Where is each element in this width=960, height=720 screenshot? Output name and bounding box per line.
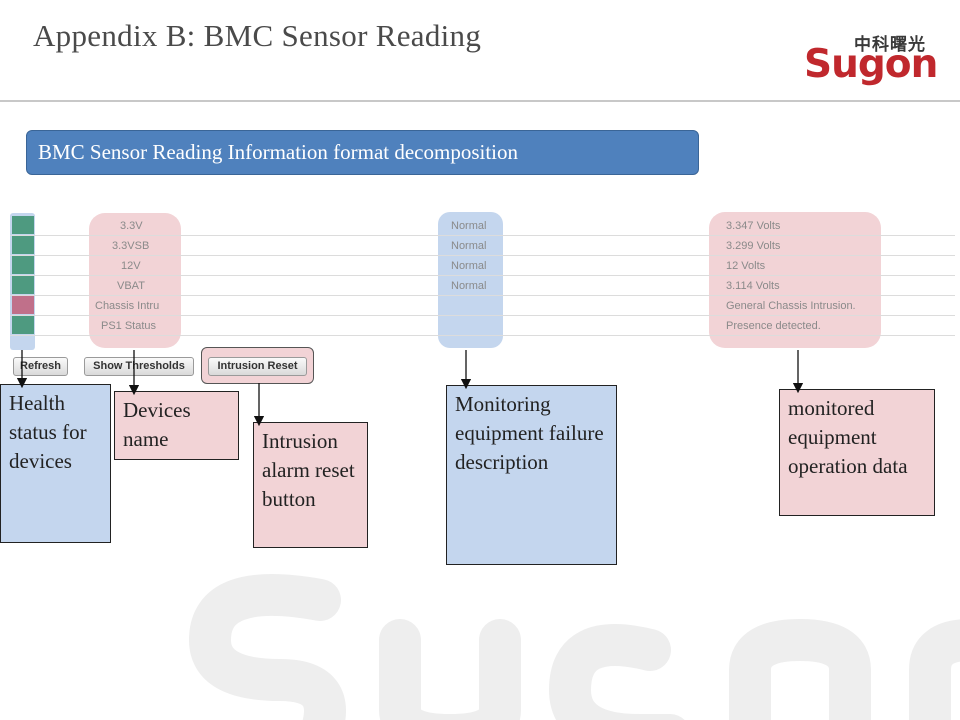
status-indicator: [12, 296, 34, 314]
intrusion-reset-callout: Intrusion alarm reset button: [253, 422, 368, 548]
device-state: Normal: [451, 260, 487, 272]
device-reading: General Chassis Intrusion.: [726, 300, 856, 312]
device-name: 3.3VSB: [112, 240, 150, 252]
row-divider: [10, 255, 955, 256]
status-indicator: [12, 276, 34, 294]
header-divider: [0, 100, 960, 102]
device-name: 12V: [121, 260, 141, 272]
device-name: Chassis Intru: [95, 300, 160, 312]
health-status-callout: Health status for devices: [0, 384, 111, 543]
sugon-watermark: [188, 574, 960, 720]
logo-chinese-text: 中科曙光: [854, 35, 926, 55]
status-indicator: [12, 236, 34, 254]
intrusion-reset-button[interactable]: Intrusion Reset: [208, 357, 307, 376]
status-indicator: [12, 216, 34, 234]
row-divider: [10, 315, 955, 316]
device-name: 3.3V: [120, 220, 143, 232]
devices-name-callout: Devices name: [114, 391, 239, 460]
row-divider: [10, 335, 955, 336]
row-divider: [10, 235, 955, 236]
status-indicator: [12, 256, 34, 274]
status-indicator: [12, 316, 34, 334]
device-name: VBAT: [117, 280, 145, 292]
slide-title: Appendix B: BMC Sensor Reading: [33, 18, 482, 53]
device-reading: 3.347 Volts: [726, 220, 781, 232]
show-thresholds-button[interactable]: Show Thresholds: [84, 357, 194, 376]
state-highlight: [438, 212, 503, 348]
sugon-logo: 中科曙光 Sugon: [800, 30, 938, 87]
device-state: Normal: [451, 220, 487, 232]
device-reading: Presence detected.: [726, 320, 821, 332]
device-state: Normal: [451, 280, 487, 292]
device-reading: 3.299 Volts: [726, 240, 781, 252]
reading-highlight: [709, 212, 881, 348]
row-divider: [10, 275, 955, 276]
device-reading: 3.114 Volts: [726, 280, 780, 292]
monitored-data-callout: monitored equipment operation data: [779, 389, 935, 516]
device-state: Normal: [451, 240, 487, 252]
section-banner: BMC Sensor Reading Information format de…: [26, 130, 699, 175]
row-divider: [10, 295, 955, 296]
device-name: PS1 Status: [101, 320, 157, 332]
logo-english-text: Sugon: [804, 42, 938, 87]
monitoring-failure-callout: Monitoring equipment failure description: [446, 385, 617, 565]
refresh-button[interactable]: Refresh: [13, 357, 68, 376]
device-reading: 12 Volts: [726, 260, 766, 272]
